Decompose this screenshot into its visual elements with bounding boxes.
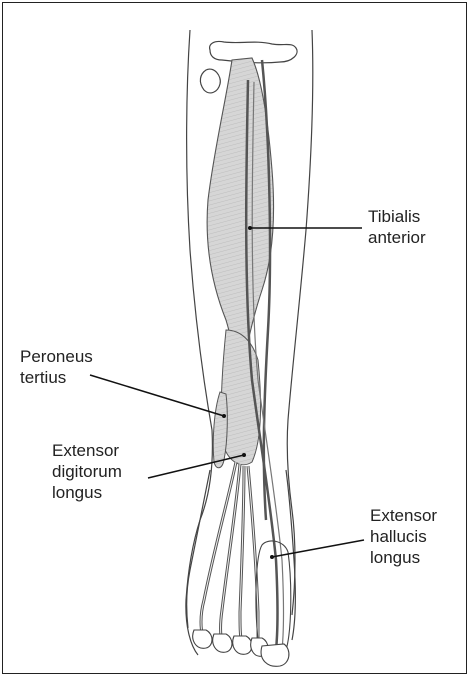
knee-outline [210, 41, 297, 62]
label-ehl-line2: hallucis [370, 526, 437, 547]
label-edl-line3: longus [52, 482, 122, 503]
label-peroneus-line2: tertius [20, 367, 93, 388]
label-tibialis-anterior: Tibialis anterior [368, 206, 426, 248]
pointer-dot-peroneus [222, 414, 226, 418]
label-extensor-digitorum-longus: Extensor digitorum longus [52, 440, 122, 503]
label-peroneus-tertius: Peroneus tertius [20, 346, 93, 388]
leg-outline-left [186, 30, 213, 655]
tibialis-anterior-muscle [207, 58, 273, 380]
pointer-dot-tibialis [248, 226, 252, 230]
pointer-dot-hallucis [270, 555, 274, 559]
pointer-dot-digitorum [242, 453, 246, 457]
label-edl-line1: Extensor [52, 440, 122, 461]
label-peroneus-line1: Peroneus [20, 346, 93, 367]
label-tibialis-line1: Tibialis [368, 206, 426, 227]
leader-extensor-digitorum [148, 455, 244, 478]
fibula-head [200, 69, 220, 93]
peroneus-tertius-muscle [213, 392, 227, 468]
foot-outline-left [187, 470, 210, 628]
label-extensor-hallucis-longus: Extensor hallucis longus [370, 505, 437, 568]
label-edl-line2: digitorum [52, 461, 122, 482]
label-tibialis-line2: anterior [368, 227, 426, 248]
label-ehl-line1: Extensor [370, 505, 437, 526]
label-ehl-line3: longus [370, 547, 437, 568]
